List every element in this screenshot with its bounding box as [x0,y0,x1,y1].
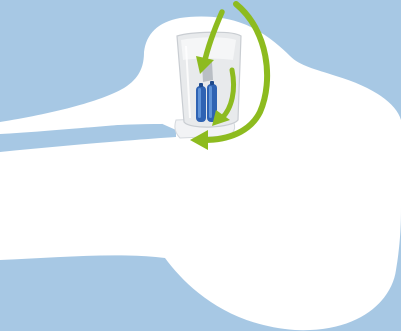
diagram-stage [0,0,401,331]
airway-device-diagram [0,0,401,331]
